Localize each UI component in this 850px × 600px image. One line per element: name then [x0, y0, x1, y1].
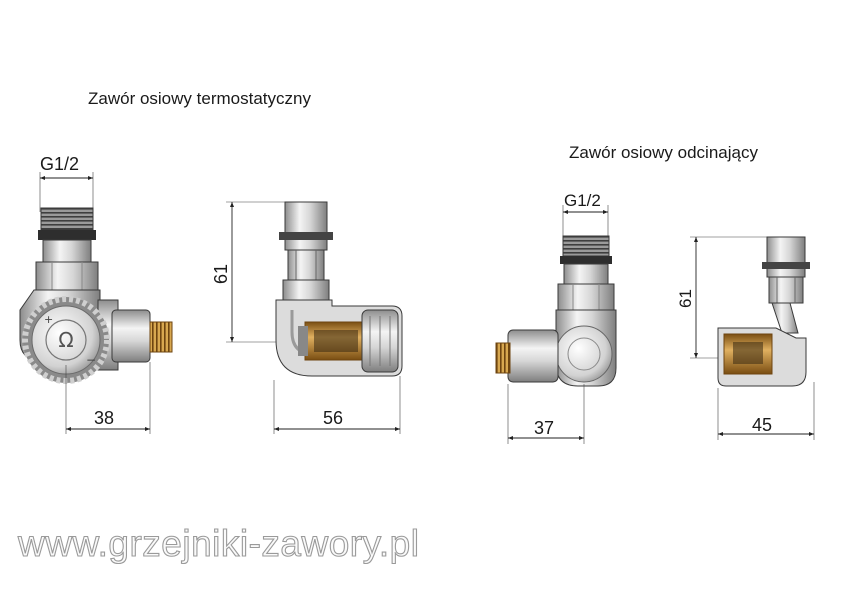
dim-61-left: 61 [211, 264, 231, 284]
shutoff-valve-front-view [495, 205, 617, 444]
dim-38: 38 [94, 408, 114, 428]
dim-thread-left: G1/2 [40, 154, 79, 174]
dim-45: 45 [752, 415, 772, 435]
dim-56: 56 [323, 408, 343, 428]
knob-symbol-icon: Ω [58, 328, 73, 352]
title-shutoff: Zawór osiowy odcinający [569, 143, 758, 162]
dim-61-right: 61 [676, 289, 695, 308]
title-thermostatic: Zawór osiowy termostatyczny [88, 89, 311, 108]
shutoff-valve-section-view [690, 236, 815, 440]
plus-symbol-icon: + [44, 313, 53, 326]
watermark-url: www.grzejniki-zawory.pl [17, 523, 419, 564]
dim-37: 37 [534, 418, 554, 438]
thermostatic-valve-section-view [226, 201, 403, 434]
thermostatic-valve-front-view: Ω + − [19, 172, 173, 434]
minus-symbol-icon: − [86, 353, 96, 367]
dim-thread-right: G1/2 [564, 191, 601, 210]
